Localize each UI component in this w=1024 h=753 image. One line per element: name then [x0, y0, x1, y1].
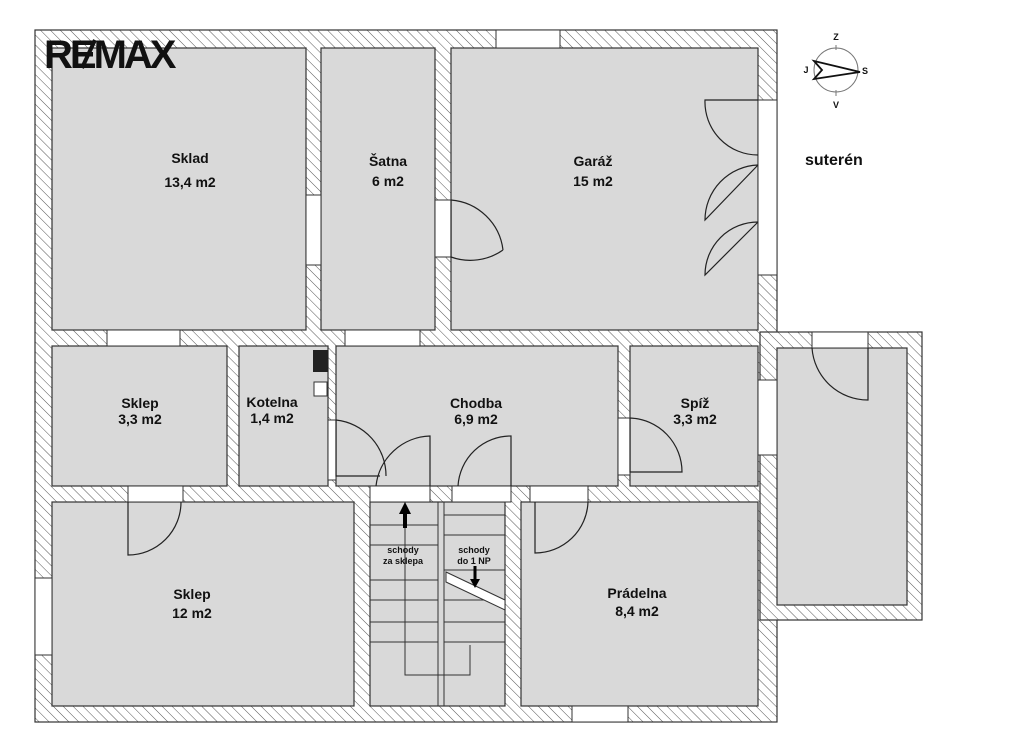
stairs-label: schody [458, 545, 490, 555]
stairs-label: do 1 NP [457, 556, 491, 566]
room-area: 3,3 m2 [118, 411, 162, 427]
room-chodba [335, 345, 619, 487]
room-name: Chodba [450, 395, 502, 411]
room-extension [776, 347, 908, 606]
room-pradelna [520, 501, 759, 707]
room-name: Sklad [171, 150, 208, 166]
openings [34, 29, 869, 723]
room-area: 6,9 m2 [454, 411, 498, 427]
room-satna [320, 47, 436, 331]
room-name: Prádelna [607, 585, 666, 601]
room-name: Spíž [681, 395, 710, 411]
compass-west: J [803, 65, 808, 75]
compass-south: V [833, 100, 839, 110]
room-sklad [51, 47, 307, 331]
remax-logo: REMAX [44, 33, 177, 77]
compass-north: Z [833, 32, 839, 42]
room-name: Sklep [121, 395, 158, 411]
stairs-label: schody [387, 545, 419, 555]
logo-slash [80, 39, 97, 69]
room-area: 3,3 m2 [673, 411, 717, 427]
room-name: Sklep [173, 586, 210, 602]
room-area: 6 m2 [372, 173, 404, 189]
room-name: Kotelna [246, 394, 298, 410]
room-area: 1,4 m2 [250, 410, 294, 426]
room-area: 15 m2 [573, 173, 613, 189]
doors [127, 99, 869, 556]
room-spiz [629, 345, 759, 487]
floor-label: suterén [805, 152, 863, 169]
stair-steps [370, 502, 506, 706]
compass-icon: Z J S V [803, 32, 868, 110]
room-sklep-small [51, 345, 228, 487]
room-area: 13,4 m2 [164, 174, 216, 190]
compass-east: S [862, 66, 868, 76]
room-name: Garáž [574, 153, 613, 169]
room-area: 8,4 m2 [615, 603, 659, 619]
room-garaz [450, 47, 759, 331]
stairs-label: za sklepa [383, 556, 424, 566]
room-sklep-big [51, 501, 355, 707]
room-area: 12 m2 [172, 605, 212, 621]
room-name: Šatna [369, 152, 407, 169]
